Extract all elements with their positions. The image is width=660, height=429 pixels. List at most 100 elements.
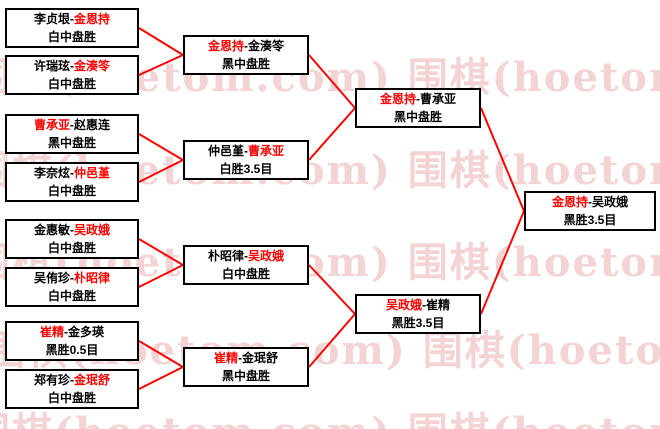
connector-line [138, 340, 184, 368]
match-box-round1-8: 郑有珍-金珉舒白中盘胜 [5, 369, 139, 409]
players-dash: - [64, 325, 68, 339]
players-dash: - [70, 271, 74, 285]
players-dash: - [588, 195, 592, 209]
connector-line [308, 313, 356, 368]
match-players: 金恩持-曹承亚 [380, 90, 456, 108]
player1-name: 郑有珍 [33, 373, 70, 387]
match-players: 金恩持-金湊笭 [208, 37, 284, 55]
match-players: 许瑞玹-金湊笭 [34, 57, 110, 75]
match-players: 金恩持-吴政娥 [552, 193, 628, 211]
match-result: 黑胜0.5目 [45, 343, 99, 357]
player2-name: 曹承亚 [420, 92, 457, 106]
player1-name: 曹承亚 [33, 118, 70, 132]
player1-name: 李奈炫 [33, 166, 70, 180]
player2-name: 朴昭律 [74, 271, 111, 285]
match-players: 吴侑珍-朴昭律 [34, 269, 110, 287]
players-dash: - [70, 223, 74, 237]
match-result: 黑中盘胜 [393, 110, 442, 124]
connector-line [480, 210, 525, 315]
player2-name: 金珉舒 [242, 351, 279, 365]
player1-name: 仲邑堇 [207, 144, 244, 158]
match-players: 仲邑堇-曹承亚 [208, 142, 284, 160]
player1-name: 朴昭律 [207, 249, 244, 263]
match-box-round1-2: 许瑞玹-金湊笭白中盘胜 [5, 55, 139, 95]
match-box-round1-1: 李贞垠-金恩持白中盘胜 [5, 8, 139, 48]
connector-line [138, 54, 184, 76]
players-dash: - [238, 351, 242, 365]
player2-name: 赵惠连 [74, 118, 111, 132]
match-box-round3-1: 金恩持-曹承亚黑中盘胜 [355, 88, 481, 128]
player1-name: 崔精 [213, 351, 238, 365]
match-box-round1-4: 李奈炫-仲邑堇白中盘胜 [5, 162, 139, 202]
match-box-round2-4: 崔精-金珉舒黑中盘胜 [183, 347, 309, 387]
match-players: 金惠敏-吴政娥 [34, 221, 110, 239]
player1-name: 金恩持 [379, 92, 416, 106]
player2-name: 吴政娥 [592, 195, 629, 209]
player2-name: 崔精 [426, 298, 451, 312]
player1-name: 金恩持 [551, 195, 588, 209]
match-result: 白中盘胜 [47, 289, 96, 303]
match-players: 李贞垠-金恩持 [34, 10, 110, 28]
players-dash: - [244, 249, 248, 263]
match-players: 吴政娥-崔精 [386, 296, 450, 314]
match-box-round2-3: 朴昭律-吴政娥白中盘胜 [183, 245, 309, 285]
match-result: 白中盘胜 [47, 77, 96, 91]
connector-line [138, 159, 184, 183]
match-result: 白中盘胜 [47, 30, 96, 44]
connector-line [138, 264, 184, 288]
player1-name: 金恩持 [207, 39, 244, 53]
player1-name: 崔精 [39, 325, 64, 339]
match-box-round2-2: 仲邑堇-曹承亚白胜3.5目 [183, 140, 309, 180]
match-result: 白中盘胜 [47, 241, 96, 255]
match-players: 崔精-金多瑛 [40, 323, 104, 341]
match-result: 黑中盘胜 [221, 369, 270, 383]
player2-name: 金湊笭 [248, 39, 285, 53]
players-dash: - [422, 298, 426, 312]
match-result: 黑中盘胜 [221, 57, 270, 71]
match-box-final-1: 金恩持-吴政娥黑胜3.5目 [524, 191, 656, 231]
match-players: 曹承亚-赵惠连 [34, 116, 110, 134]
player1-name: 吴政娥 [385, 298, 422, 312]
players-dash: - [70, 118, 74, 132]
player1-name: 金惠敏 [33, 223, 70, 237]
player2-name: 吴政娥 [74, 223, 111, 237]
player2-name: 仲邑堇 [74, 166, 111, 180]
match-result: 白中盘胜 [47, 184, 96, 198]
connector-line [308, 54, 356, 109]
match-players: 李奈炫-仲邑堇 [34, 164, 110, 182]
connector-line [138, 238, 184, 266]
player2-name: 金珉舒 [74, 373, 111, 387]
match-players: 朴昭律-吴政娥 [208, 247, 284, 265]
match-result: 黑胜3.5目 [563, 213, 617, 227]
match-result: 白胜3.5目 [219, 162, 273, 176]
players-dash: - [70, 59, 74, 73]
match-box-round3-2: 吴政娥-崔精黑胜3.5目 [355, 294, 481, 334]
player1-name: 李贞垠 [33, 12, 70, 26]
match-players: 崔精-金珉舒 [214, 349, 278, 367]
match-result: 黑胜3.5目 [391, 316, 445, 330]
players-dash: - [70, 166, 74, 180]
match-result: 白中盘胜 [221, 267, 270, 281]
players-dash: - [70, 12, 74, 26]
players-dash: - [244, 39, 248, 53]
match-players: 郑有珍-金珉舒 [34, 371, 110, 389]
players-dash: - [70, 373, 74, 387]
match-box-round1-7: 崔精-金多瑛黑胜0.5目 [5, 321, 139, 361]
player2-name: 金湊笭 [74, 59, 111, 73]
player1-name: 吴侑珍 [33, 271, 70, 285]
match-result: 白中盘胜 [47, 391, 96, 405]
connector-line [308, 107, 356, 161]
player2-name: 金恩持 [74, 12, 111, 26]
match-box-round1-5: 金惠敏-吴政娥白中盘胜 [5, 219, 139, 259]
match-result: 黑中盘胜 [47, 136, 96, 150]
players-dash: - [244, 144, 248, 158]
player2-name: 吴政娥 [248, 249, 285, 263]
match-box-round2-1: 金恩持-金湊笭黑中盘胜 [183, 35, 309, 75]
watermark-text: 围棋(hoetom.com) 围棋(hoetom.com) [0, 400, 660, 429]
player2-name: 曹承亚 [248, 144, 285, 158]
player1-name: 许瑞玹 [33, 59, 70, 73]
connector-line [138, 366, 184, 390]
